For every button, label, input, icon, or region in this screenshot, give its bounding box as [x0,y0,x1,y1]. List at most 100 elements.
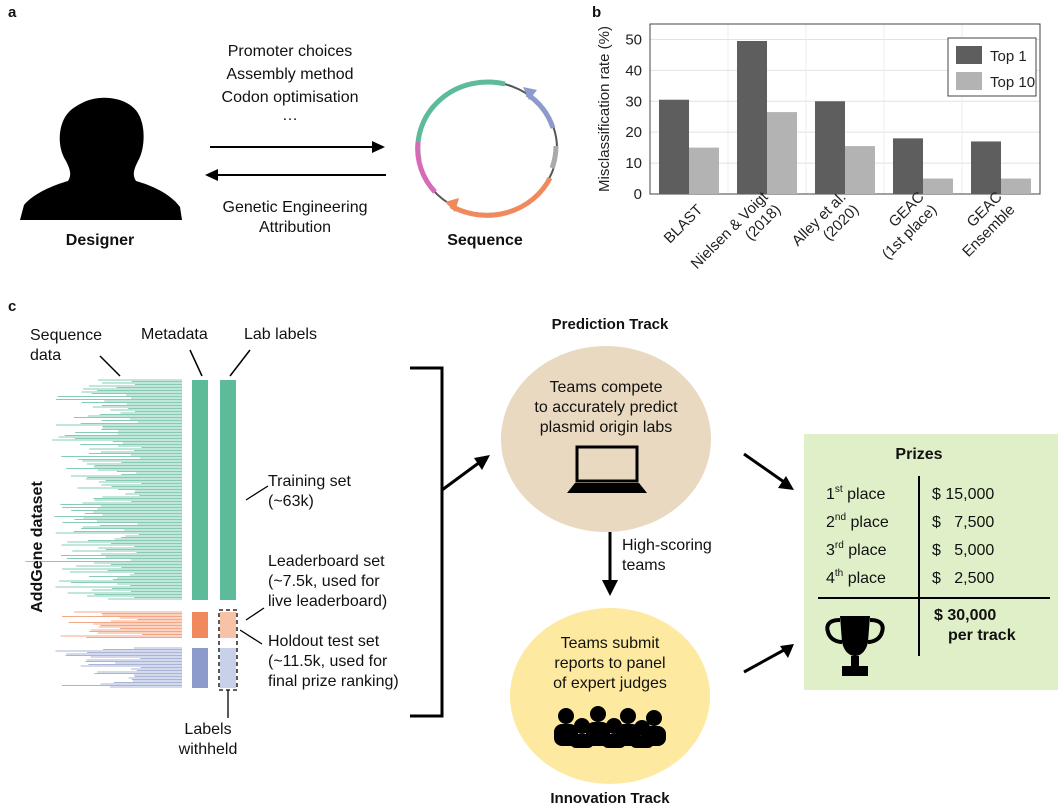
plasmid-ring-icon [415,79,559,218]
prize-total-per-track: per track [948,627,1016,644]
arrow-to-prizes-top-icon [778,476,794,490]
withheld-line-1: Labels [184,721,232,738]
y-tick-label: 0 [634,186,642,203]
bar-top-1 [737,41,767,194]
sequence-label-line-2: data [30,347,62,364]
set-label-callouts [240,485,269,645]
innovation-track-circle [510,608,710,784]
attribution-line-2: Attribution [258,219,332,236]
prize-amount-1: $ 15,000 [932,486,995,503]
addgene-dataset-label: AddGene dataset [29,481,46,613]
laptop-icon [567,445,647,493]
prizes-divider-vertical [918,476,920,656]
attribution-line-1: Genetic Engineering [222,199,368,216]
prediction-track-title: Prediction Track [551,316,669,333]
design-arrows [205,141,386,181]
prize-total-amount: $ 30,000 [934,607,997,624]
holdout-line-2: (~11.5k, used for [268,653,388,670]
bar-top-1 [971,141,1001,194]
metadata-holdout-bar [192,648,208,688]
bar-top-10 [1001,178,1031,194]
withheld-line-2: withheld [178,741,238,758]
leaderboard-line-1: Leaderboard set [268,553,385,570]
leaderboard-set-label: Leaderboard set (~7.5k, used for live le… [268,552,387,612]
y-tick-label: 50 [625,31,642,48]
arrow-right-icon [372,141,385,153]
audience-icon [554,706,666,748]
dataset-graphic [25,349,251,718]
holdout-line-1: Holdout test set [268,633,380,650]
option-promoter: Promoter choices [227,43,353,60]
legend-swatch [956,72,982,90]
y-tick-label: 20 [625,124,642,141]
bar-top-10 [689,147,719,194]
x-tick-label: GEAC(1st place) [866,188,940,262]
prize-row-1: 1st place [826,484,886,503]
bar-top-10 [767,112,797,194]
panel-b-letter: b [592,4,602,21]
lab-holdout-bar [220,648,236,688]
y-tick-label: 30 [625,93,642,110]
lab-labels-label: Lab labels [244,326,317,343]
y-axis-label: Misclassification rate (%) [596,26,613,192]
panel-c-letter: c [8,298,17,315]
panel-a-letter: a [8,4,17,21]
labels-withheld-label: Labels withheld [168,720,248,760]
legend-label: Top 1 [990,48,1027,65]
lab-train-bar [220,380,236,600]
prize-amount-4: $ 2,500 [932,570,995,587]
holdout-set-label: Holdout test set (~11.5k, used for final… [268,632,399,692]
bar-top-1 [815,101,845,194]
leaderboard-line-2: (~7.5k, used for [268,573,380,590]
sequence-data-label: Sequence data [30,326,102,366]
prize-row-4: 4th place [826,568,886,587]
designer-silhouette-icon [20,97,182,220]
y-tick-label: 40 [625,62,642,79]
prize-amount-2: $ 7,500 [932,514,995,531]
x-tick-label: Nielsen & Voigt(2018) [688,188,785,285]
arrow-to-prizes-bottom-icon [780,644,794,658]
option-codon: Codon optimisation [221,89,359,106]
holdout-line-3: final prize ranking) [268,673,399,690]
high-scoring-label: High-scoring teams [622,536,712,576]
bar-top-1 [893,138,923,194]
prediction-line-2: to accurately predict [534,399,678,416]
prize-row-3: 3rd place [826,540,887,559]
attribution-text: Genetic Engineering Attribution [190,198,400,238]
innovation-line-3: of expert judges [553,675,667,692]
x-tick-label: GEACEnsemble [946,188,1018,260]
innovation-track-text: Teams submit reports to panel of expert … [510,634,710,694]
leaderboard-line-3: live leaderboard) [268,593,388,610]
innovation-track-title: Innovation Track [550,790,670,807]
designer-label: Designer [65,232,135,249]
lab-leaderboard-bar [220,612,236,638]
training-set-label: Training set (~63k) [268,472,351,512]
innovation-line-2: reports to panel [554,655,666,672]
bar-top-1 [659,99,689,194]
arrow-to-prediction-icon [474,455,490,470]
design-options: Promoter choices Assembly method Codon o… [190,40,390,124]
bar-top-10 [923,178,953,194]
training-line-1: Training set [268,473,351,490]
option-assembly: Assembly method [226,66,354,83]
metadata-label: Metadata [141,326,208,343]
prize-amount-3: $ 5,000 [932,542,995,559]
metadata-leaderboard-bar [192,612,208,638]
sequence-label: Sequence [447,232,523,249]
innovation-line-1: Teams submit [560,635,660,652]
arrow-down-icon [602,580,618,596]
prediction-line-3: plasmid origin labs [539,419,673,436]
high-scoring-line-1: High-scoring [622,537,712,554]
metadata-train-bar [192,380,208,600]
arrow-left-icon [205,169,218,181]
bracket-and-arrows [410,366,794,718]
prediction-line-1: Teams compete [549,379,663,396]
x-tick-label: Alley et al.(2020) [789,189,863,263]
training-line-2: (~63k) [268,493,314,510]
bar-top-10 [845,146,875,194]
prize-row-2: 2nd place [826,512,889,531]
x-tick-label: BLAST [661,201,707,247]
sequence-label-line-1: Sequence [30,327,103,344]
prediction-track-circle [501,346,711,532]
